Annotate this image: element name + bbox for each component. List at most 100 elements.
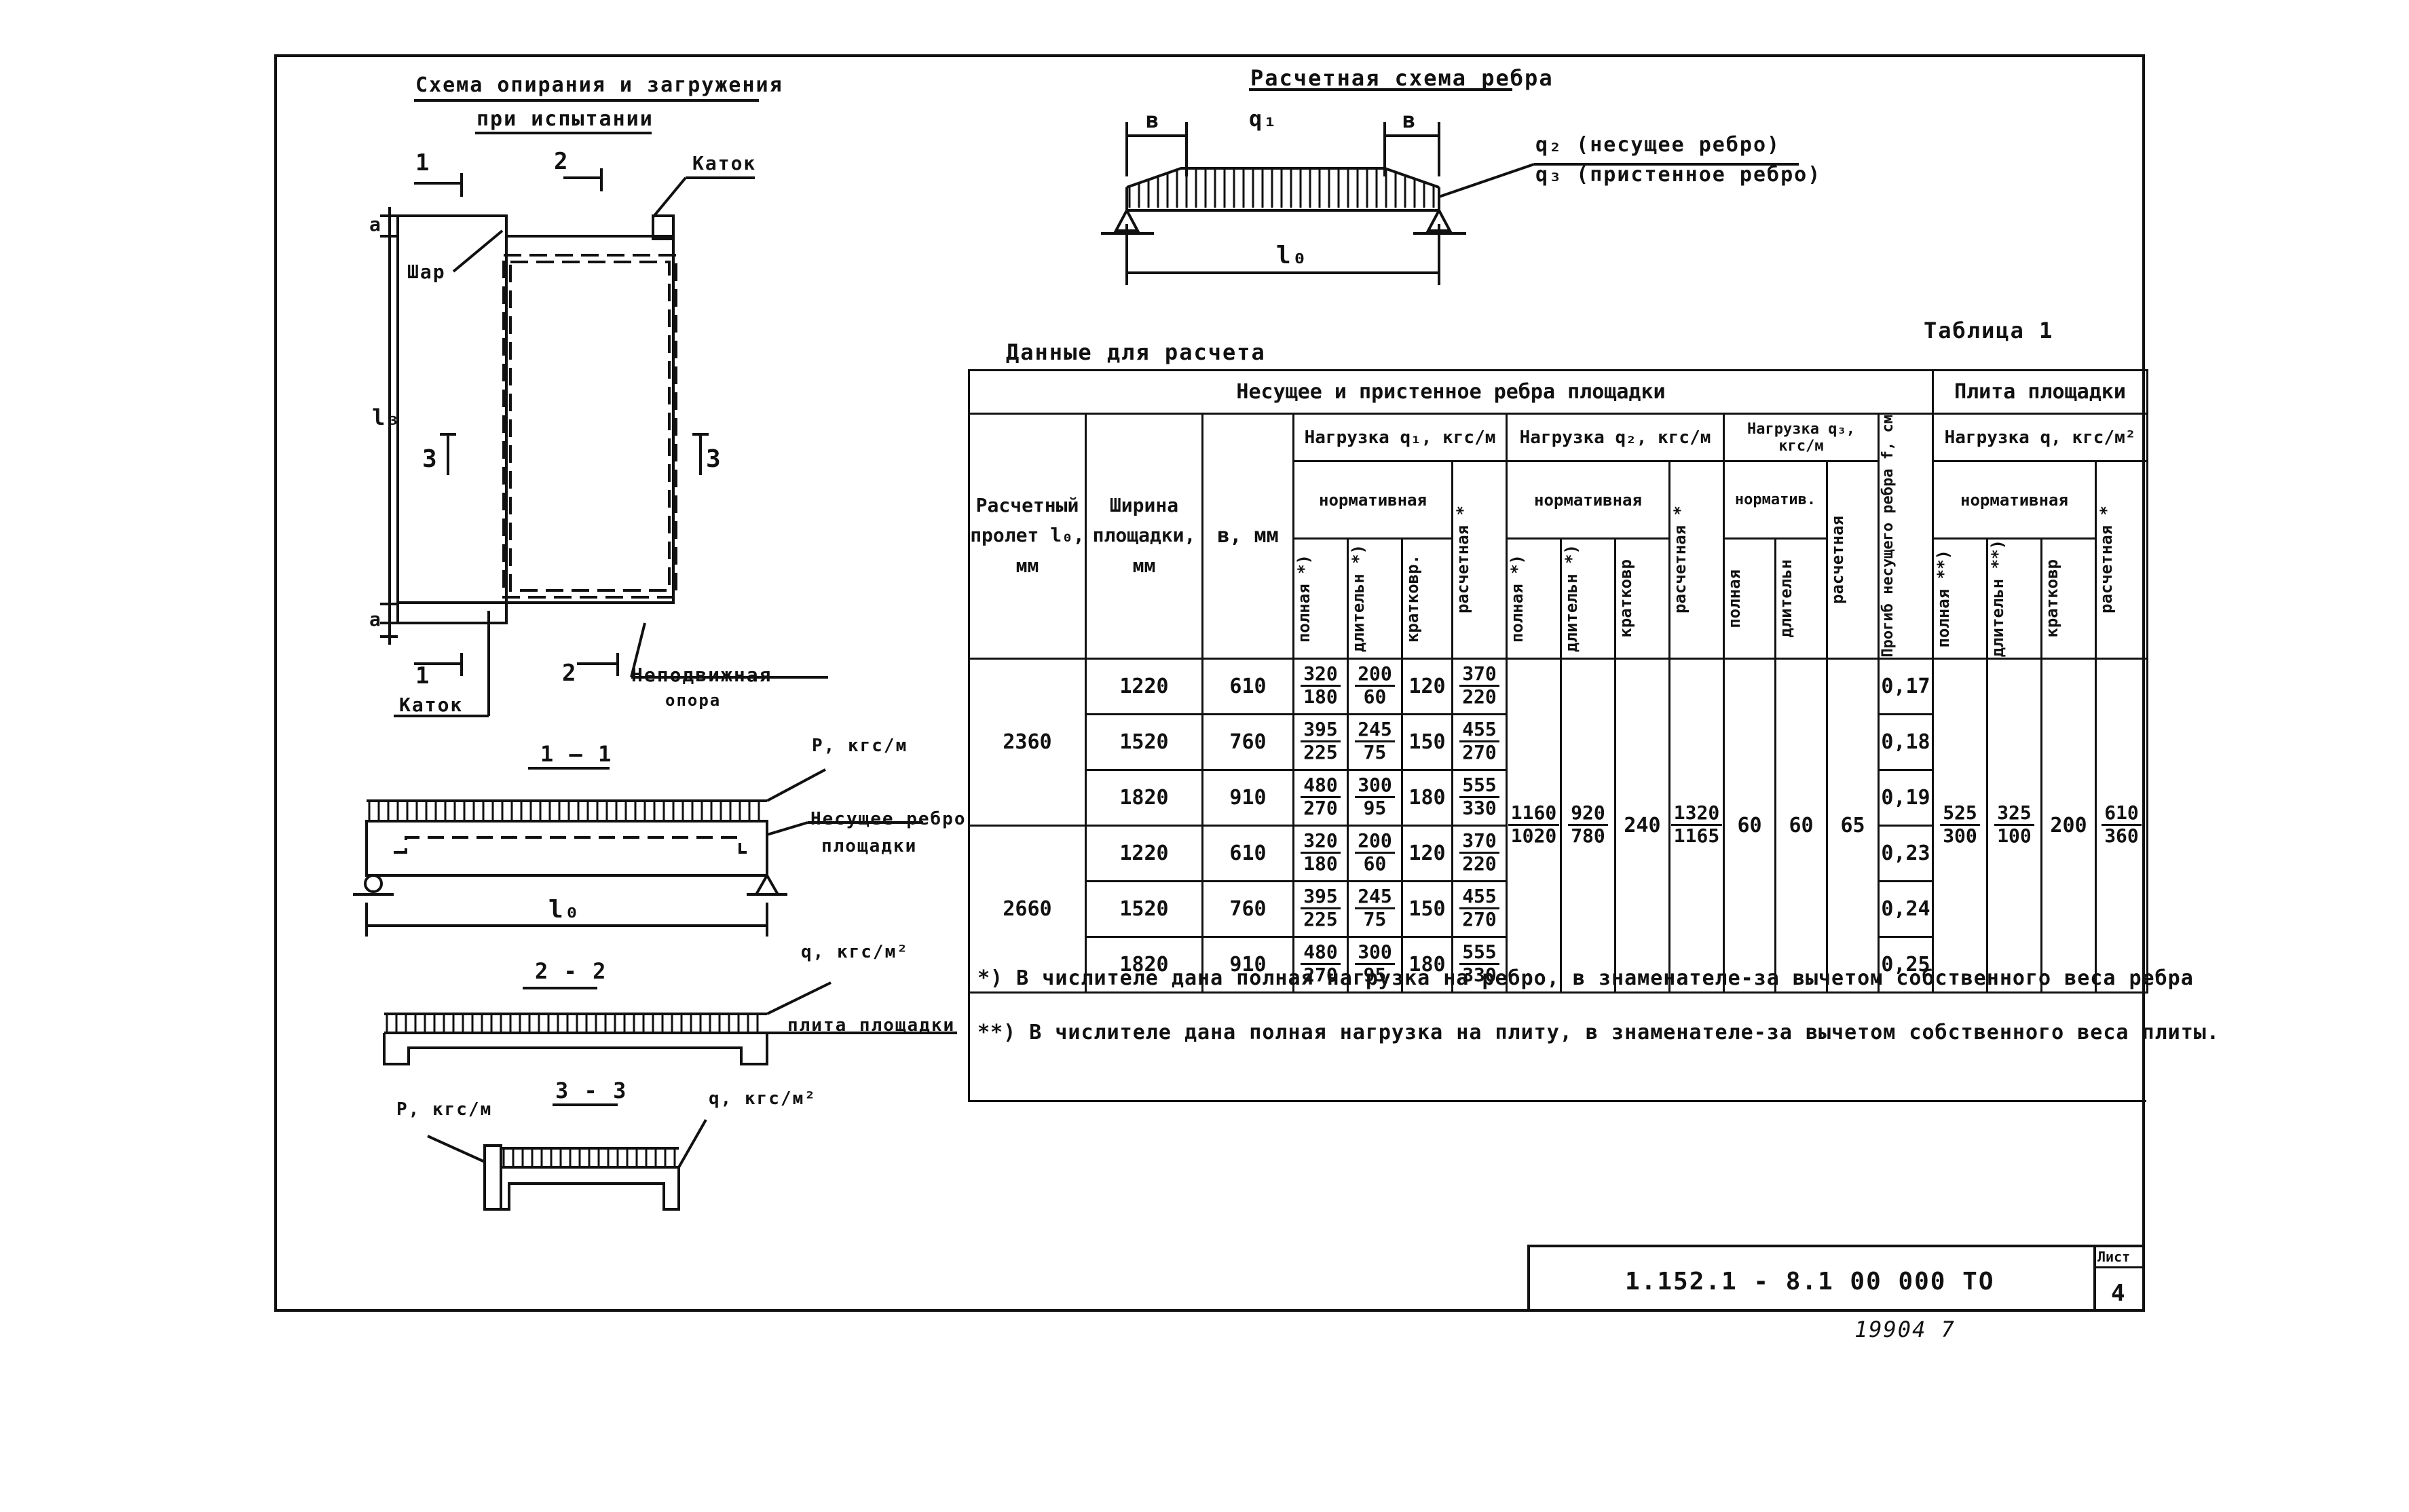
- head-q2-long-text: длительн *): [1562, 544, 1581, 653]
- calc-b-left: в: [1146, 107, 1161, 133]
- support-scheme-title-1: Схема опирания и загружения: [415, 73, 783, 97]
- frac-den: 1020: [1510, 825, 1557, 848]
- frac-num: 245: [1355, 886, 1395, 910]
- frac-den: 220: [1462, 852, 1497, 875]
- frac-den: 180: [1303, 685, 1338, 708]
- dim-l3: l₃: [372, 404, 401, 430]
- cell-width: 1520: [1085, 713, 1203, 771]
- frac-den: 95: [1363, 797, 1387, 820]
- label-plate: плита площадки: [787, 1015, 956, 1036]
- section-title-2-2: 2 - 2: [535, 958, 608, 984]
- support-scheme-title-2: при испытании: [477, 107, 654, 131]
- calc-scheme-title: Расчетная схема ребра: [1250, 65, 1554, 91]
- head-q2-full: полная *): [1506, 537, 1562, 660]
- head-q1-full: полная *): [1292, 537, 1349, 660]
- section-mark-1-bottom: 1: [415, 662, 431, 689]
- label-bearing-rib-2: площадки: [821, 836, 918, 856]
- frac-num: 555: [1459, 941, 1499, 966]
- head-deflection-text: Прогиб несущего ребра f, см: [1880, 415, 1897, 658]
- head-q3-full-text: полная: [1725, 569, 1744, 628]
- frac-num: 610: [2102, 802, 2142, 827]
- inventory-number: 19904 7: [1854, 1317, 1956, 1342]
- frac-den: 225: [1303, 741, 1338, 764]
- head-plate-full: полная **): [1932, 537, 1988, 660]
- head-q2-calc-text: расчетная *: [1670, 506, 1689, 614]
- frac-den: 180: [1303, 852, 1338, 875]
- head-q1-long: длительн *): [1347, 537, 1403, 660]
- cell-b: 760: [1201, 713, 1294, 771]
- cell-q3-full: 60: [1723, 657, 1776, 994]
- head-plate-short-text: кратковр: [2042, 559, 2061, 638]
- frac-den: 60: [1363, 852, 1387, 875]
- cell-b: 610: [1201, 657, 1294, 715]
- cell-b: 910: [1201, 935, 1294, 994]
- head-q1-short: кратковр.: [1401, 537, 1453, 660]
- head-load-q1: Нагрузка q₁, кгс/м: [1292, 413, 1508, 462]
- head-q2-calc: расчетная *: [1668, 460, 1725, 660]
- frac-num: 320: [1301, 663, 1341, 687]
- frac-den: 270: [1462, 908, 1497, 931]
- section-title-1-1: 1 – 1: [540, 741, 613, 767]
- head-ribs: Несущее и пристенное ребра площадки: [968, 369, 1934, 415]
- section-mark-2-top: 2: [554, 148, 569, 175]
- frac-num: 325: [1994, 802, 2034, 827]
- cell-deflection: 0,25: [1878, 935, 1934, 994]
- sheet-box: Лист 4: [2093, 1247, 2144, 1311]
- cell-plate-short: 200: [2040, 657, 2097, 994]
- dim-a-top: a: [369, 213, 382, 235]
- table-caption: Данные для расчета: [1006, 339, 1266, 365]
- head-q3-long-text: длительн: [1776, 559, 1795, 638]
- head-plate-long: длительн **): [1986, 537, 2042, 660]
- dim-l0-11: l₀: [548, 896, 581, 924]
- cell-q3-long: 60: [1774, 657, 1828, 994]
- head-q1-full-text: полная *): [1294, 554, 1313, 643]
- frac-den: 220: [1462, 685, 1497, 708]
- frac-den: 300: [1943, 825, 1977, 848]
- cell-width: 1520: [1085, 880, 1203, 938]
- frac-num: 455: [1459, 719, 1499, 743]
- sheet-divider: [2096, 1266, 2144, 1268]
- label-fixed-support-1: Неподвижная: [631, 664, 772, 686]
- head-plate-calc: расчетная *: [2095, 460, 2148, 660]
- calc-l0: l₀: [1276, 242, 1309, 269]
- head-q2-full-text: полная *): [1508, 554, 1527, 643]
- label-katok-bottom: Каток: [399, 694, 464, 716]
- frac-den: 95: [1363, 964, 1387, 987]
- frac-den: 330: [1462, 797, 1497, 820]
- label-fixed-support-2: опора: [665, 691, 722, 710]
- col-span: Расчетный пролет l₀, мм: [968, 413, 1087, 660]
- frac-num: 525: [1940, 802, 1980, 827]
- frac-num: 395: [1301, 719, 1341, 743]
- frac-num: 320: [1301, 830, 1341, 854]
- calc-q2-label: q₂ (несущее ребро): [1535, 133, 1781, 157]
- frac-den: 75: [1363, 908, 1387, 931]
- head-q3-full: полная: [1723, 537, 1776, 660]
- cell-q1-short: 180: [1401, 768, 1453, 827]
- cell-deflection: 0,23: [1878, 824, 1934, 882]
- head-plate-short: кратковр: [2040, 537, 2097, 660]
- frac-num: 370: [1459, 830, 1499, 854]
- head-plate-full-text: полная **): [1934, 549, 1953, 648]
- head-plate-long-text: длительн **): [1988, 540, 2007, 658]
- cell-q1-short: 150: [1401, 880, 1453, 938]
- sheet-label: Лист: [2097, 1249, 2131, 1265]
- section-mark-3-right: 3: [706, 445, 722, 473]
- frac-num: 395: [1301, 886, 1341, 910]
